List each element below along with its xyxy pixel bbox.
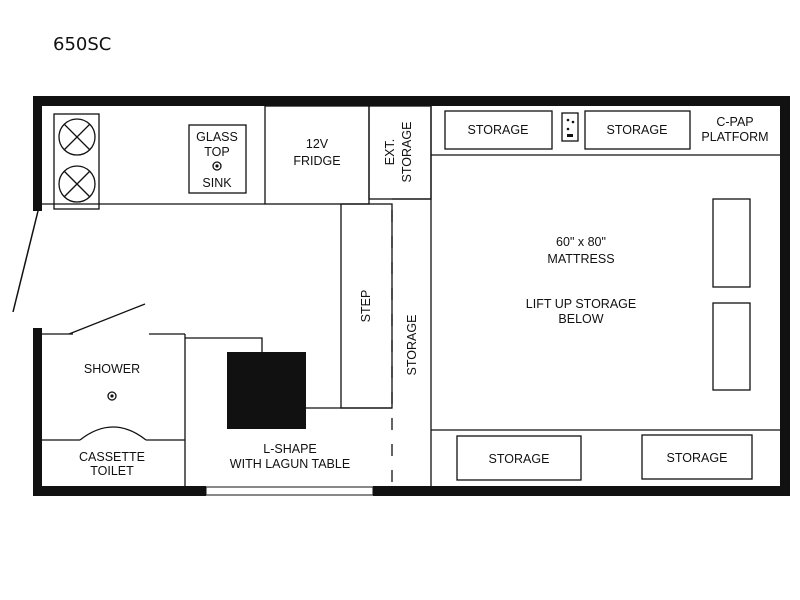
burner-icon xyxy=(58,165,96,203)
svg-text:BELOW: BELOW xyxy=(558,312,603,326)
storage-bottom-left xyxy=(456,435,582,481)
side-shelf xyxy=(712,198,751,288)
shower-label: SHOWER xyxy=(84,362,140,376)
fridge-label: 12V xyxy=(306,137,329,151)
drain-icon xyxy=(107,391,117,401)
storage-top-left xyxy=(444,110,553,150)
svg-text:FRIDGE: FRIDGE xyxy=(293,154,340,168)
toilet-label: CASSETTE xyxy=(79,450,145,464)
cooktop xyxy=(53,113,100,210)
window xyxy=(205,486,374,496)
svg-text:WITH LAGUN TABLE: WITH LAGUN TABLE xyxy=(230,457,350,471)
storage-top-left-label: STORAGE xyxy=(468,123,529,137)
cpap-label: C-PAP xyxy=(716,115,753,129)
entry-door[interactable] xyxy=(12,210,39,313)
model-title: 650SC xyxy=(53,34,112,55)
storage-top-right-label: STORAGE xyxy=(607,123,668,137)
svg-text:SINK: SINK xyxy=(202,176,232,190)
step-label: STEP xyxy=(359,290,373,323)
sink-label: GLASS xyxy=(196,130,238,144)
dinette-table[interactable] xyxy=(227,352,306,429)
storage-bottom-right xyxy=(641,434,753,480)
svg-text:TOP: TOP xyxy=(204,145,229,159)
mattress-label: 60" x 80" xyxy=(556,235,606,249)
lift-storage-label: LIFT UP STORAGE xyxy=(526,297,636,311)
ext-storage-label: EXT. xyxy=(383,139,397,165)
cpap-outlet-icon xyxy=(561,112,579,142)
storage-top-right xyxy=(584,110,691,150)
storage-vertical-label: STORAGE xyxy=(405,315,419,376)
burner-icon xyxy=(58,118,96,156)
exterior-walls xyxy=(33,96,790,496)
sink xyxy=(188,124,247,194)
storage-bottom-left-label: STORAGE xyxy=(489,452,550,466)
storage-bottom-right-label: STORAGE xyxy=(667,451,728,465)
side-shelf xyxy=(712,302,751,391)
svg-text:MATTRESS: MATTRESS xyxy=(547,252,614,266)
svg-text:PLATFORM: PLATFORM xyxy=(701,130,768,144)
svg-text:TOILET: TOILET xyxy=(90,464,134,478)
svg-text:STORAGE: STORAGE xyxy=(400,122,414,183)
dinette-label: L-SHAPE xyxy=(263,442,317,456)
drain-icon xyxy=(212,161,222,171)
